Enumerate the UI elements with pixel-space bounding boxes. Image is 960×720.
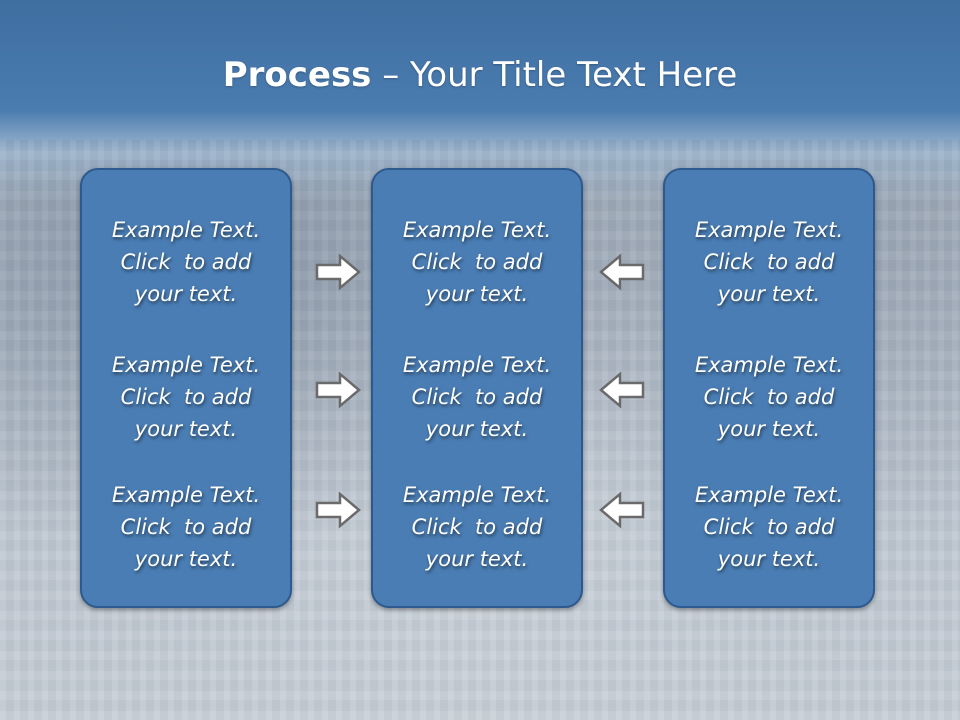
- arrow-right-icon: [315, 491, 361, 529]
- arrow-left-icon: [599, 491, 645, 529]
- panel-left-text-2[interactable]: Example Text. Click to add your text.: [111, 353, 261, 441]
- arrow-right-icon: [315, 253, 361, 291]
- slide-title[interactable]: Process – Your Title Text Here: [0, 52, 960, 102]
- panel-middle[interactable]: Example Text. Click to add your text. Ex…: [371, 168, 583, 608]
- panel-right[interactable]: Example Text. Click to add your text. Ex…: [663, 168, 875, 608]
- panel-right-text-2[interactable]: Example Text. Click to add your text.: [694, 353, 844, 441]
- panel-middle-text-1[interactable]: Example Text. Click to add your text.: [402, 218, 552, 306]
- title-rest: – Your Title Text Here: [371, 55, 738, 95]
- arrow-left-icon: [599, 371, 645, 409]
- title-bold: Process: [222, 55, 372, 95]
- panel-middle-text-3[interactable]: Example Text. Click to add your text.: [402, 483, 552, 571]
- panel-left-text-3[interactable]: Example Text. Click to add your text.: [111, 483, 261, 571]
- panel-middle-text-2[interactable]: Example Text. Click to add your text.: [402, 353, 552, 441]
- panel-left-text-1[interactable]: Example Text. Click to add your text.: [111, 218, 261, 306]
- panel-right-text-3[interactable]: Example Text. Click to add your text.: [694, 483, 844, 571]
- panel-left[interactable]: Example Text. Click to add your text. Ex…: [80, 168, 292, 608]
- panel-right-text-1[interactable]: Example Text. Click to add your text.: [694, 218, 844, 306]
- arrow-left-icon: [599, 253, 645, 291]
- arrow-right-icon: [315, 371, 361, 409]
